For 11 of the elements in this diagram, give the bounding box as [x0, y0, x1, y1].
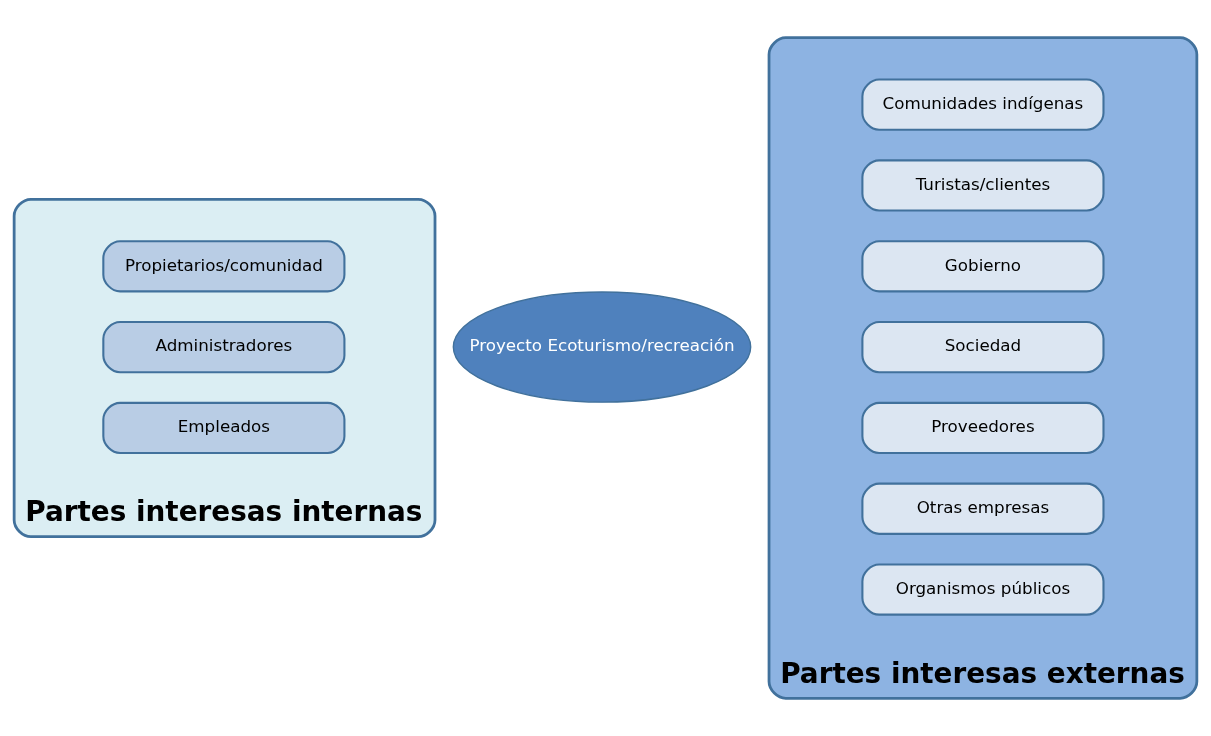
- node-box: Turistas/clientes: [861, 159, 1105, 212]
- node-box: Comunidades indígenas: [861, 78, 1105, 131]
- node-box: Gobierno: [861, 240, 1105, 293]
- node-box: Propietarios/comunidad: [102, 240, 346, 293]
- node-box: Proveedores: [861, 401, 1105, 455]
- node-box: Empleados: [102, 401, 346, 455]
- node-box: Otras empresas: [861, 482, 1105, 535]
- node-box: Sociedad: [861, 320, 1105, 374]
- node-box: Organismos públicos: [861, 563, 1105, 616]
- node-box: Administradores: [102, 320, 346, 374]
- node-ellipse: Proyecto Ecoturismo/recreación: [452, 291, 752, 403]
